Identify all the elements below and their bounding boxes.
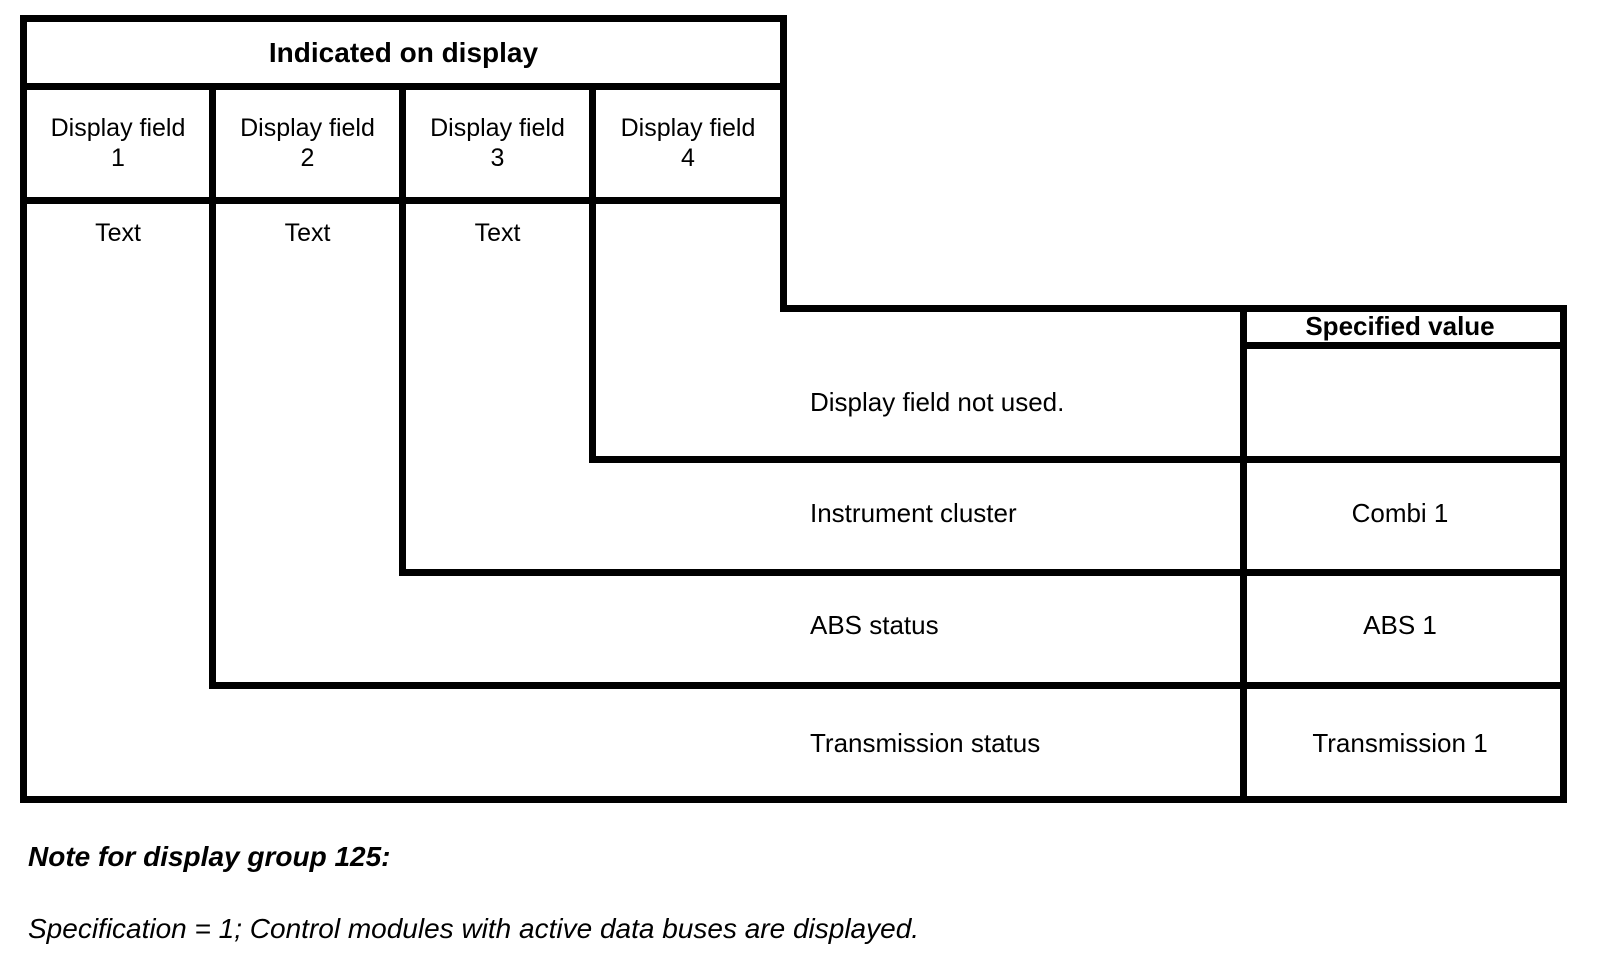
note-body: Specification = 1; Control modules with … (28, 913, 920, 944)
row-label-display-field-not-used: Display field not used. (810, 387, 1065, 417)
display-field-4-number: 4 (681, 143, 695, 172)
display-field-2-number: 2 (300, 143, 315, 172)
column-divider-1-2 (209, 83, 216, 689)
display-field-3-content: Text (474, 218, 521, 247)
column-divider-2-3 (399, 83, 406, 576)
table-bottom-border-line (20, 796, 1567, 803)
display-field-1-content: Text (95, 218, 141, 247)
specified-header-bottom-line (1240, 342, 1567, 349)
display-field-2-content: Text (284, 218, 331, 247)
display-field-3-label: Display field (430, 114, 565, 142)
row-label-transmission-status: Transmission status (810, 728, 1041, 758)
display-field-1-number: 1 (111, 143, 125, 172)
display-field-4-content (596, 205, 780, 261)
specified-value-transmission: Transmission 1 (1312, 728, 1488, 758)
row-label-instrument-cluster: Instrument cluster (810, 498, 1017, 528)
display-field-2-label: Display field (240, 114, 375, 142)
specified-value-header: Specified value (1305, 310, 1495, 341)
display-field-1-header: Display field 1 (27, 90, 209, 197)
column-4-right-border-line (780, 15, 787, 312)
specified-value-row-1 (1247, 386, 1553, 418)
column-divider-3-4 (589, 83, 596, 463)
row-separator-line-2 (399, 569, 1567, 576)
row-label-abs-status: ABS status (810, 610, 939, 640)
row-separator-line-3 (209, 682, 1567, 689)
indicated-on-display-header: Indicated on display (268, 36, 539, 68)
specified-value-abs: ABS 1 (1363, 610, 1437, 640)
display-field-3-number: 3 (490, 143, 505, 172)
note-title: Note for display group 125: (28, 841, 391, 872)
table-top-border-line (20, 15, 787, 22)
table-left-border-line (20, 15, 27, 803)
field4-step-line (780, 305, 1567, 312)
display-field-3-header: Display field 3 (406, 90, 589, 197)
specified-value-combi: Combi 1 (1351, 498, 1449, 528)
specified-column-left-border-line (1240, 305, 1247, 803)
display-field-4-header: Display field 4 (596, 90, 780, 197)
display-field-2-header: Display field 2 (216, 90, 399, 197)
row-separator-line-1 (589, 456, 1567, 463)
display-field-4-label: Display field (620, 114, 756, 142)
display-field-1-label: Display field (50, 114, 186, 142)
specified-column-right-border-line (1560, 305, 1567, 803)
